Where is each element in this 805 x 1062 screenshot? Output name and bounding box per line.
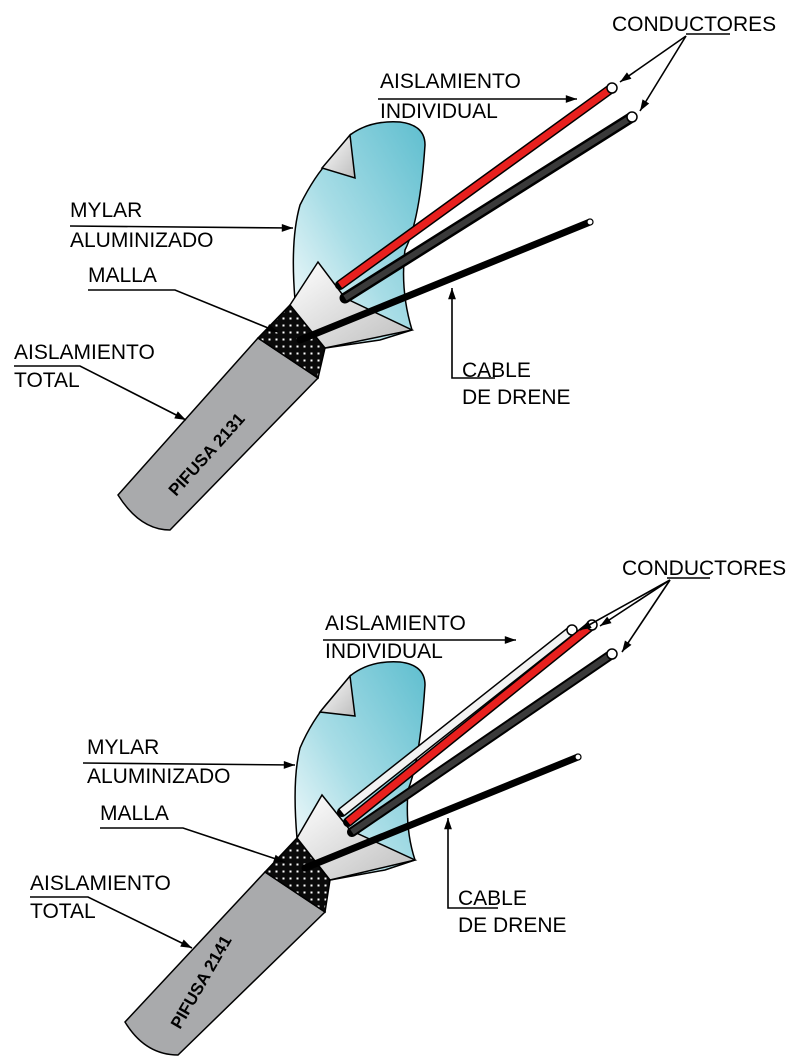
label-malla: MALLA bbox=[88, 264, 157, 287]
leader-conductores-3 bbox=[621, 579, 671, 653]
label-mylar-2: ALUMINIZADO bbox=[87, 765, 231, 788]
label-aislamiento-individual-1: AISLAMIENTO bbox=[325, 612, 466, 635]
label-aislamiento-individual-2: INDIVIDUAL bbox=[325, 640, 443, 663]
leader-malla bbox=[100, 827, 286, 863]
label-mylar-1: MYLAR bbox=[70, 199, 142, 222]
label-aislamiento-individual-2: INDIVIDUAL bbox=[380, 100, 498, 123]
label-cable-drene-1: CABLE bbox=[458, 887, 527, 910]
leader-aislamiento-total bbox=[14, 365, 187, 421]
leader-cable-drene bbox=[444, 817, 498, 909]
label-conductores: CONDUCTORES bbox=[622, 557, 786, 580]
label-mylar-1: MYLAR bbox=[87, 736, 159, 759]
leader-conductores-1 bbox=[619, 35, 687, 83]
leader-mylar bbox=[69, 223, 294, 232]
leader-conductores-2 bbox=[599, 579, 671, 627]
label-malla: MALLA bbox=[100, 802, 169, 825]
leader-mylar bbox=[82, 760, 296, 769]
diagram-pifusa-2141: PIFUSA 2141 CONDUCTORES AIS bbox=[30, 557, 786, 1056]
label-aislamiento-total-2: TOTAL bbox=[30, 900, 96, 923]
label-cable-drene-1: CABLE bbox=[462, 359, 531, 382]
leader-malla bbox=[88, 289, 279, 333]
label-mylar-2: ALUMINIZADO bbox=[70, 229, 214, 252]
label-aislamiento-total-1: AISLAMIENTO bbox=[30, 872, 171, 895]
diagram-pifusa-2131: PIFUSA 2131 CONDUCTORES AISLAMIENTO bbox=[14, 13, 776, 531]
conductor-red bbox=[335, 82, 618, 290]
label-conductores: CONDUCTORES bbox=[612, 13, 776, 36]
label-aislamiento-individual-1: AISLAMIENTO bbox=[380, 70, 521, 93]
foil-cone bbox=[289, 260, 415, 349]
mylar-fold-top bbox=[320, 133, 356, 180]
label-cable-drene-2: DE DRENE bbox=[458, 914, 567, 937]
label-aislamiento-total-2: TOTAL bbox=[14, 369, 80, 392]
mylar-fold-top bbox=[318, 674, 356, 717]
leader-conductores-1 bbox=[579, 579, 671, 631]
conductor-black bbox=[339, 111, 638, 304]
label-aislamiento-total-1: AISLAMIENTO bbox=[14, 341, 155, 364]
conductor-black bbox=[347, 648, 618, 837]
drain-wire bbox=[301, 753, 582, 872]
leader-aislamiento-total bbox=[30, 896, 193, 949]
drain-wire bbox=[296, 218, 594, 344]
leader-cable-drene bbox=[448, 288, 495, 379]
label-cable-drene-2: DE DRENE bbox=[462, 386, 571, 409]
outer-jacket: PIFUSA 2131 bbox=[117, 337, 320, 531]
outer-jacket: PIFUSA 2141 bbox=[124, 871, 327, 1056]
leader-conductores-2 bbox=[639, 35, 687, 112]
